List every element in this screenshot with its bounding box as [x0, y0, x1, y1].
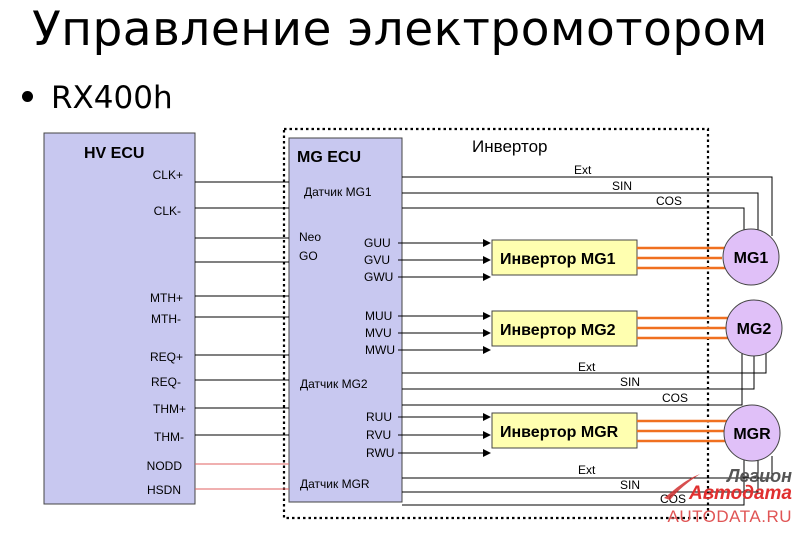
- sensor-mg2-label: Датчик MG2: [300, 377, 368, 391]
- neo-label: Neo: [299, 230, 321, 244]
- pin-label: MTH+: [150, 291, 183, 305]
- sensor-line: [402, 356, 755, 390]
- inverter-mg1-box: [491, 239, 638, 276]
- motor-mg2-label: MG2: [737, 321, 772, 338]
- sensor-line: [402, 192, 759, 232]
- mg-ecu-title: MG ECU: [297, 149, 361, 166]
- page-title: Управление электромотором: [32, 2, 768, 57]
- pin-label: CLK+: [153, 168, 183, 182]
- sensor-line: [402, 456, 773, 479]
- inverter-group-label: Инвертор: [472, 137, 548, 156]
- pin-label: REQ-: [151, 375, 181, 389]
- pin-label: CLK-: [154, 204, 181, 218]
- output-label: GVU: [364, 253, 390, 267]
- motor-mg2: [725, 299, 783, 357]
- inverter-mg2-label: Инвертор MG2: [500, 322, 616, 339]
- inverter-mgr-box: [491, 412, 638, 449]
- hv-ecu-box: [43, 132, 196, 505]
- motor-mg1-label: MG1: [734, 250, 769, 267]
- output-label: GWU: [364, 270, 393, 284]
- output-label: RVU: [366, 428, 391, 442]
- signal-label: COS: [656, 194, 682, 208]
- signal-label: Ext: [578, 463, 596, 477]
- output-label: MWU: [365, 343, 395, 357]
- mg-ecu-box: [288, 137, 403, 503]
- signal-label: COS: [660, 492, 686, 506]
- pin-label: THM+: [153, 402, 186, 416]
- inverter-mg1-label: Инвертор MG1: [500, 251, 616, 268]
- output-label: RWU: [366, 446, 394, 460]
- output-label: MUU: [365, 309, 392, 323]
- bullet-text: RX400h: [51, 80, 173, 116]
- motor-mgr: [723, 404, 781, 462]
- inverter-group-border: [282, 127, 710, 520]
- bullet-item: RX400h: [22, 80, 173, 116]
- sensor-line: [402, 460, 759, 493]
- sensor-line: [402, 176, 773, 236]
- output-label: GUU: [364, 236, 391, 250]
- pin-label: NODD: [147, 459, 183, 473]
- sensor-mgr-label: Датчик MGR: [300, 477, 370, 491]
- sensor-line: [402, 207, 745, 236]
- signal-label: SIN: [620, 478, 640, 492]
- motor-mg1: [722, 228, 780, 286]
- sensor-line: [402, 352, 767, 374]
- pin-label: THM-: [154, 430, 184, 444]
- watermark-line2: Автодата: [689, 483, 792, 504]
- signal-label: Ext: [578, 360, 596, 374]
- watermark-logo: Легион Автодата AUTODATA.RU: [660, 466, 796, 532]
- motor-mgr-label: MGR: [733, 426, 771, 443]
- signal-label: SIN: [612, 179, 632, 193]
- go-label: GO: [299, 249, 318, 263]
- signal-label: SIN: [620, 375, 640, 389]
- pin-label: HSDN: [147, 483, 181, 497]
- watermark-line3: AUTODATA.RU: [667, 507, 792, 526]
- bullet-dot-icon: [22, 91, 33, 102]
- output-label: RUU: [366, 410, 392, 424]
- pin-label: MTH-: [151, 312, 181, 326]
- sensor-line: [402, 456, 745, 506]
- inverter-mgr-label: Инвертор MGR: [500, 424, 619, 441]
- swoosh-icon: [664, 474, 700, 500]
- sensor-line: [402, 352, 743, 406]
- pin-label: REQ+: [150, 350, 183, 364]
- hv-ecu-title: HV ECU: [84, 145, 144, 162]
- output-label: MVU: [365, 326, 392, 340]
- signal-label: Ext: [574, 163, 592, 177]
- signal-label: COS: [662, 391, 688, 405]
- watermark-line1: Легион: [727, 466, 792, 486]
- sensor-mg1-label: Датчик MG1: [304, 185, 372, 199]
